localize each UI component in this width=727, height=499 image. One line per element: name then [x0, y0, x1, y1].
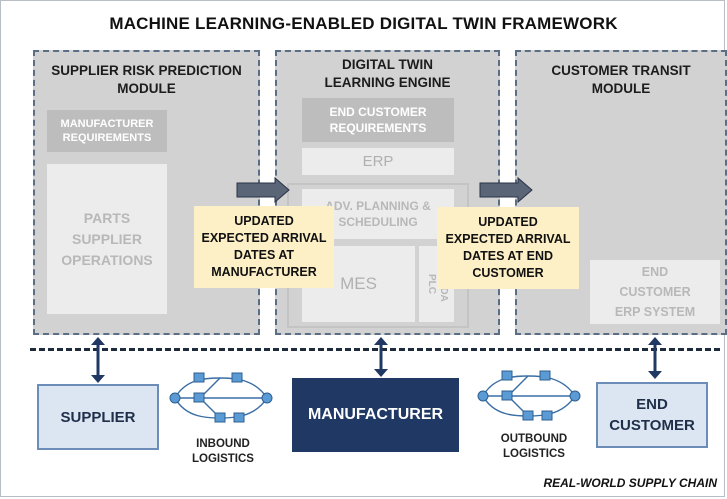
customer-transit-module: CUSTOMER TRANSIT MODULE END CUSTOMER ERP… — [515, 50, 727, 335]
manufacturer-arrival-note: UPDATED EXPECTED ARRIVAL DATES AT MANUFA… — [194, 206, 334, 288]
inbound-logistics-network-icon — [169, 372, 273, 423]
end-customer-requirements-box: END CUSTOMER REQUIREMENTS — [302, 98, 454, 142]
supplier-risk-module: SUPPLIER RISK PREDICTION MODULE MANUFACT… — [33, 50, 260, 335]
real-world-divider — [30, 348, 720, 351]
end-customer-link-arrow — [648, 337, 662, 379]
end-customer-erp-box: END CUSTOMER ERP SYSTEM — [590, 260, 720, 324]
customer-transit-module-title: CUSTOMER TRANSIT MODULE — [551, 63, 691, 96]
outbound-logistics-network-icon — [477, 370, 581, 421]
diagram-title: MACHINE LEARNING-ENABLED DIGITAL TWIN FR… — [109, 14, 618, 33]
erp-box: ERP — [302, 148, 454, 175]
parts-supplier-operations-box: PARTS SUPPLIER OPERATIONS — [47, 164, 167, 314]
end-customer-box: END CUSTOMER — [596, 382, 708, 448]
inbound-logistics-label: INBOUND LOGISTICS — [192, 438, 254, 465]
flow-arrow-left — [236, 176, 290, 204]
outbound-logistics-label: OUTBOUND LOGISTICS — [500, 433, 568, 460]
learning-engine-module-title: DIGITAL TWIN LEARNING ENGINE — [324, 57, 451, 90]
manufacturer-box: MANUFACTURER — [292, 378, 459, 452]
manufacturer-link-arrow — [374, 337, 388, 377]
flow-arrow-right — [479, 176, 533, 204]
supplier-link-arrow — [91, 337, 105, 383]
real-world-supply-chain-label: REAL-WORLD SUPPLY CHAIN — [543, 476, 717, 490]
learning-engine-module: DIGITAL TWIN LEARNING ENGINE END CUSTOME… — [275, 50, 500, 335]
customer-arrival-note: UPDATED EXPECTED ARRIVAL DATES AT END CU… — [437, 207, 579, 289]
supplier-risk-module-title: SUPPLIER RISK PREDICTION MODULE — [51, 63, 242, 96]
supplier-box: SUPPLIER — [37, 384, 159, 450]
manufacturer-requirements-box: MANUFACTURER REQUIREMENTS — [47, 110, 167, 152]
